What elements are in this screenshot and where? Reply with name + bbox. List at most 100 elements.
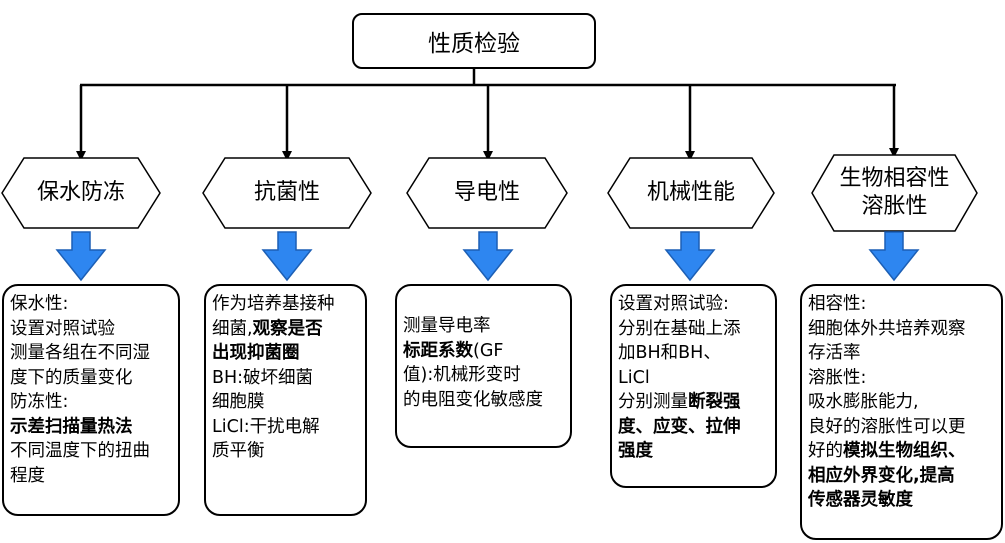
text-segment: 分别在基础上添 [618, 318, 741, 339]
bold-text-segment: 传感器灵敏度 [808, 490, 913, 510]
description-line: 防冻性: [10, 390, 174, 415]
text-segment: 质平衡 [212, 441, 265, 461]
hexagon-label-kangjun: 抗菌性 [203, 158, 371, 228]
description-line: 相容性: [808, 292, 997, 317]
hexagon-node-kangjun [202, 157, 372, 229]
text-segment: 存活率 [808, 343, 861, 363]
text-segment: BH:破坏细菌 [212, 367, 314, 388]
text-segment: 设置对照试验 [10, 318, 115, 339]
hexagon-label-line: 导电性 [453, 180, 520, 205]
text-segment: 不同温度下的扭曲 [10, 441, 150, 461]
text-segment: 程度 [10, 465, 45, 486]
hexagon-label-line: 保水防冻 [36, 180, 125, 205]
description-line: 强度 [618, 439, 771, 464]
text-segment: 好的 [808, 441, 843, 461]
text-segment: 作为培养基接种 [212, 294, 335, 314]
description-line: 质平衡 [212, 439, 361, 464]
description-line: 标距系数(GF [403, 339, 566, 364]
text-segment: 吸水膨胀能力, [808, 392, 919, 412]
description-line: 测量各组在不同湿 [10, 341, 174, 366]
description-line: 好的模拟生物组织、 [808, 439, 997, 464]
hexagon-label-line: 抗菌性 [253, 180, 320, 205]
hexagon-label-line: 生物相容性 [839, 166, 950, 191]
bold-text-segment: 相应外界变化,提高 [808, 465, 955, 486]
description-line: 度、应变、拉伸 [618, 415, 771, 440]
description-line: 细胞膜 [212, 390, 361, 415]
description-box-baoshui: 保水性: 设置对照试验测量各组在不同湿度下的质量变化防冻性: 示差扫描量热法不同温度… [2, 284, 180, 516]
text-segment: 设置对照试验: [618, 294, 729, 314]
description-line: 度下的质量变化 [10, 366, 174, 391]
text-segment: 溶胀性: [808, 367, 867, 388]
text-segment: 分别测量 [618, 392, 688, 412]
description-line: 保水性: [10, 292, 174, 317]
hexagon-label-daodian: 导电性 [407, 158, 567, 228]
text-segment: 度下的质量变化 [10, 367, 133, 388]
hexagon-node-jixie [607, 157, 775, 229]
description-line: 设置对照试验 [10, 317, 174, 342]
description-line: 细胞体外共培养观察 [808, 317, 997, 342]
text-segment: 相容性: [808, 294, 867, 314]
text-segment: 的电阻变化敏感度 [403, 389, 543, 410]
hexagon-label-baoshui: 保水防冻 [2, 158, 160, 228]
bold-text-segment: 示差扫描量热法 [10, 416, 133, 437]
description-line: 吸水膨胀能力, [808, 390, 997, 415]
description-line: 不同温度下的扭曲 [10, 439, 174, 464]
bold-text-segment: 度、应变、拉伸 [618, 416, 741, 437]
hexagon-node-daodian [406, 157, 568, 229]
description-line: 分别在基础上添 [618, 317, 771, 342]
text-segment: 值):机械形变时 [403, 365, 521, 385]
down-arrow-icon [664, 231, 716, 282]
hexagon-node-baoshui [1, 157, 161, 229]
bold-text-segment: 强度 [618, 441, 653, 461]
root-node: 性质检验 [352, 13, 596, 69]
description-line: 存活率 [808, 341, 997, 366]
down-arrow-icon [462, 231, 514, 282]
description-line: LiCl [618, 366, 771, 391]
text-segment: 保水性: [10, 294, 69, 314]
hexagon-label-line: 溶胀性 [861, 194, 928, 219]
hexagon-label-line: 机械性能 [646, 180, 735, 205]
hexagon-node-shengwu [811, 154, 978, 232]
description-line: 细菌,观察是否 [212, 317, 361, 342]
text-segment: 良好的溶胀性可以更 [808, 416, 966, 437]
down-arrow-icon [868, 231, 920, 282]
text-segment: 细胞膜 [212, 392, 265, 412]
hexagon-label-shengwu: 生物相容性溶胀性 [812, 155, 977, 231]
description-line: 分别测量断裂强 [618, 390, 771, 415]
text-segment: 测量各组在不同湿 [10, 343, 150, 363]
description-line: 程度 [10, 464, 174, 489]
description-line: 传感器灵敏度 [808, 488, 997, 513]
description-line: 良好的溶胀性可以更 [808, 415, 997, 440]
text-segment: 细菌, [212, 318, 253, 339]
root-node-label: 性质检验 [428, 31, 520, 57]
description-line: 作为培养基接种 [212, 292, 361, 317]
bold-text-segment: 观察是否 [252, 318, 323, 339]
description-line: 值):机械形变时 [403, 363, 566, 388]
description-line: LiCl:干扰电解 [212, 415, 361, 440]
description-line: 相应外界变化,提高 [808, 464, 997, 489]
description-box-shengwu: 相容性: 细胞体外共培养观察存活率溶胀性: 吸水膨胀能力, 良好的溶胀性可以更好的模拟… [800, 284, 1003, 540]
hexagon-label-jixie: 机械性能 [608, 158, 774, 228]
bold-text-segment: 标距系数 [403, 340, 473, 361]
description-line: 溶胀性: [808, 366, 997, 391]
description-line: 测量导电率 [403, 314, 566, 339]
bold-text-segment: 模拟生物组织、 [843, 441, 966, 461]
down-arrow-icon [261, 231, 313, 282]
text-segment: (GF [473, 340, 504, 361]
description-line: 出现抑菌圈 [212, 341, 361, 366]
text-segment: 防冻性: [10, 392, 69, 412]
description-line: BH:破坏细菌 [212, 366, 361, 391]
description-line: 设置对照试验: [618, 292, 771, 317]
description-line: 的电阻变化敏感度 [403, 388, 566, 413]
down-arrow-icon [55, 231, 107, 282]
description-line: 加BH和BH、 [618, 341, 771, 366]
bold-text-segment: 断裂强 [688, 392, 741, 412]
text-segment: 测量导电率 [403, 316, 491, 336]
text-segment: LiCl:干扰电解 [212, 416, 320, 437]
bold-text-segment: 出现抑菌圈 [212, 343, 300, 363]
